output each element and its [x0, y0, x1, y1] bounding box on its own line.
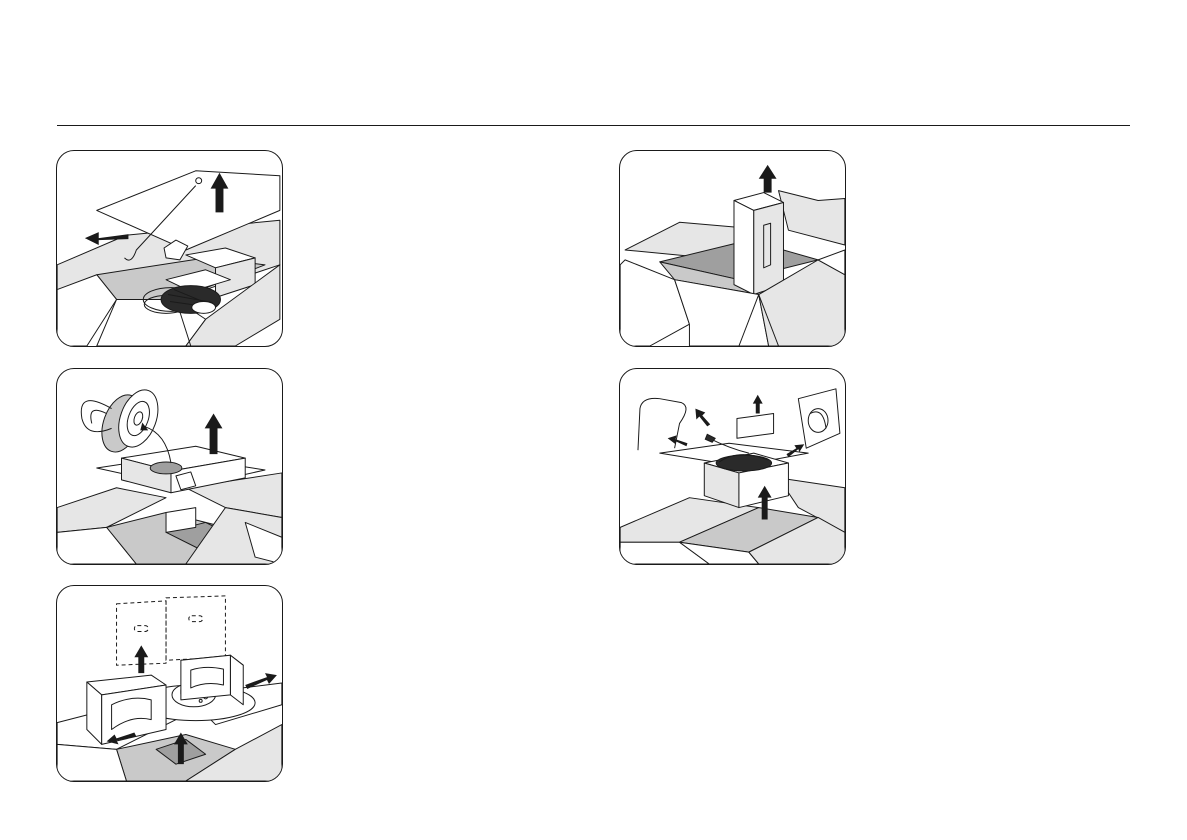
step-5-drawing [620, 369, 845, 564]
header-divider [57, 125, 1130, 126]
step-3-drawing [57, 586, 282, 781]
step-2-drawing [57, 369, 282, 564]
step-4-drawing [620, 151, 845, 346]
unpacking-step-2-illustration [56, 368, 283, 565]
unpacking-step-5-illustration [619, 368, 846, 565]
unpacking-step-1-illustration [56, 150, 283, 347]
unpacking-step-3-illustration [56, 585, 283, 782]
step-1-drawing [57, 151, 282, 346]
unpacking-step-4-illustration [619, 150, 846, 347]
